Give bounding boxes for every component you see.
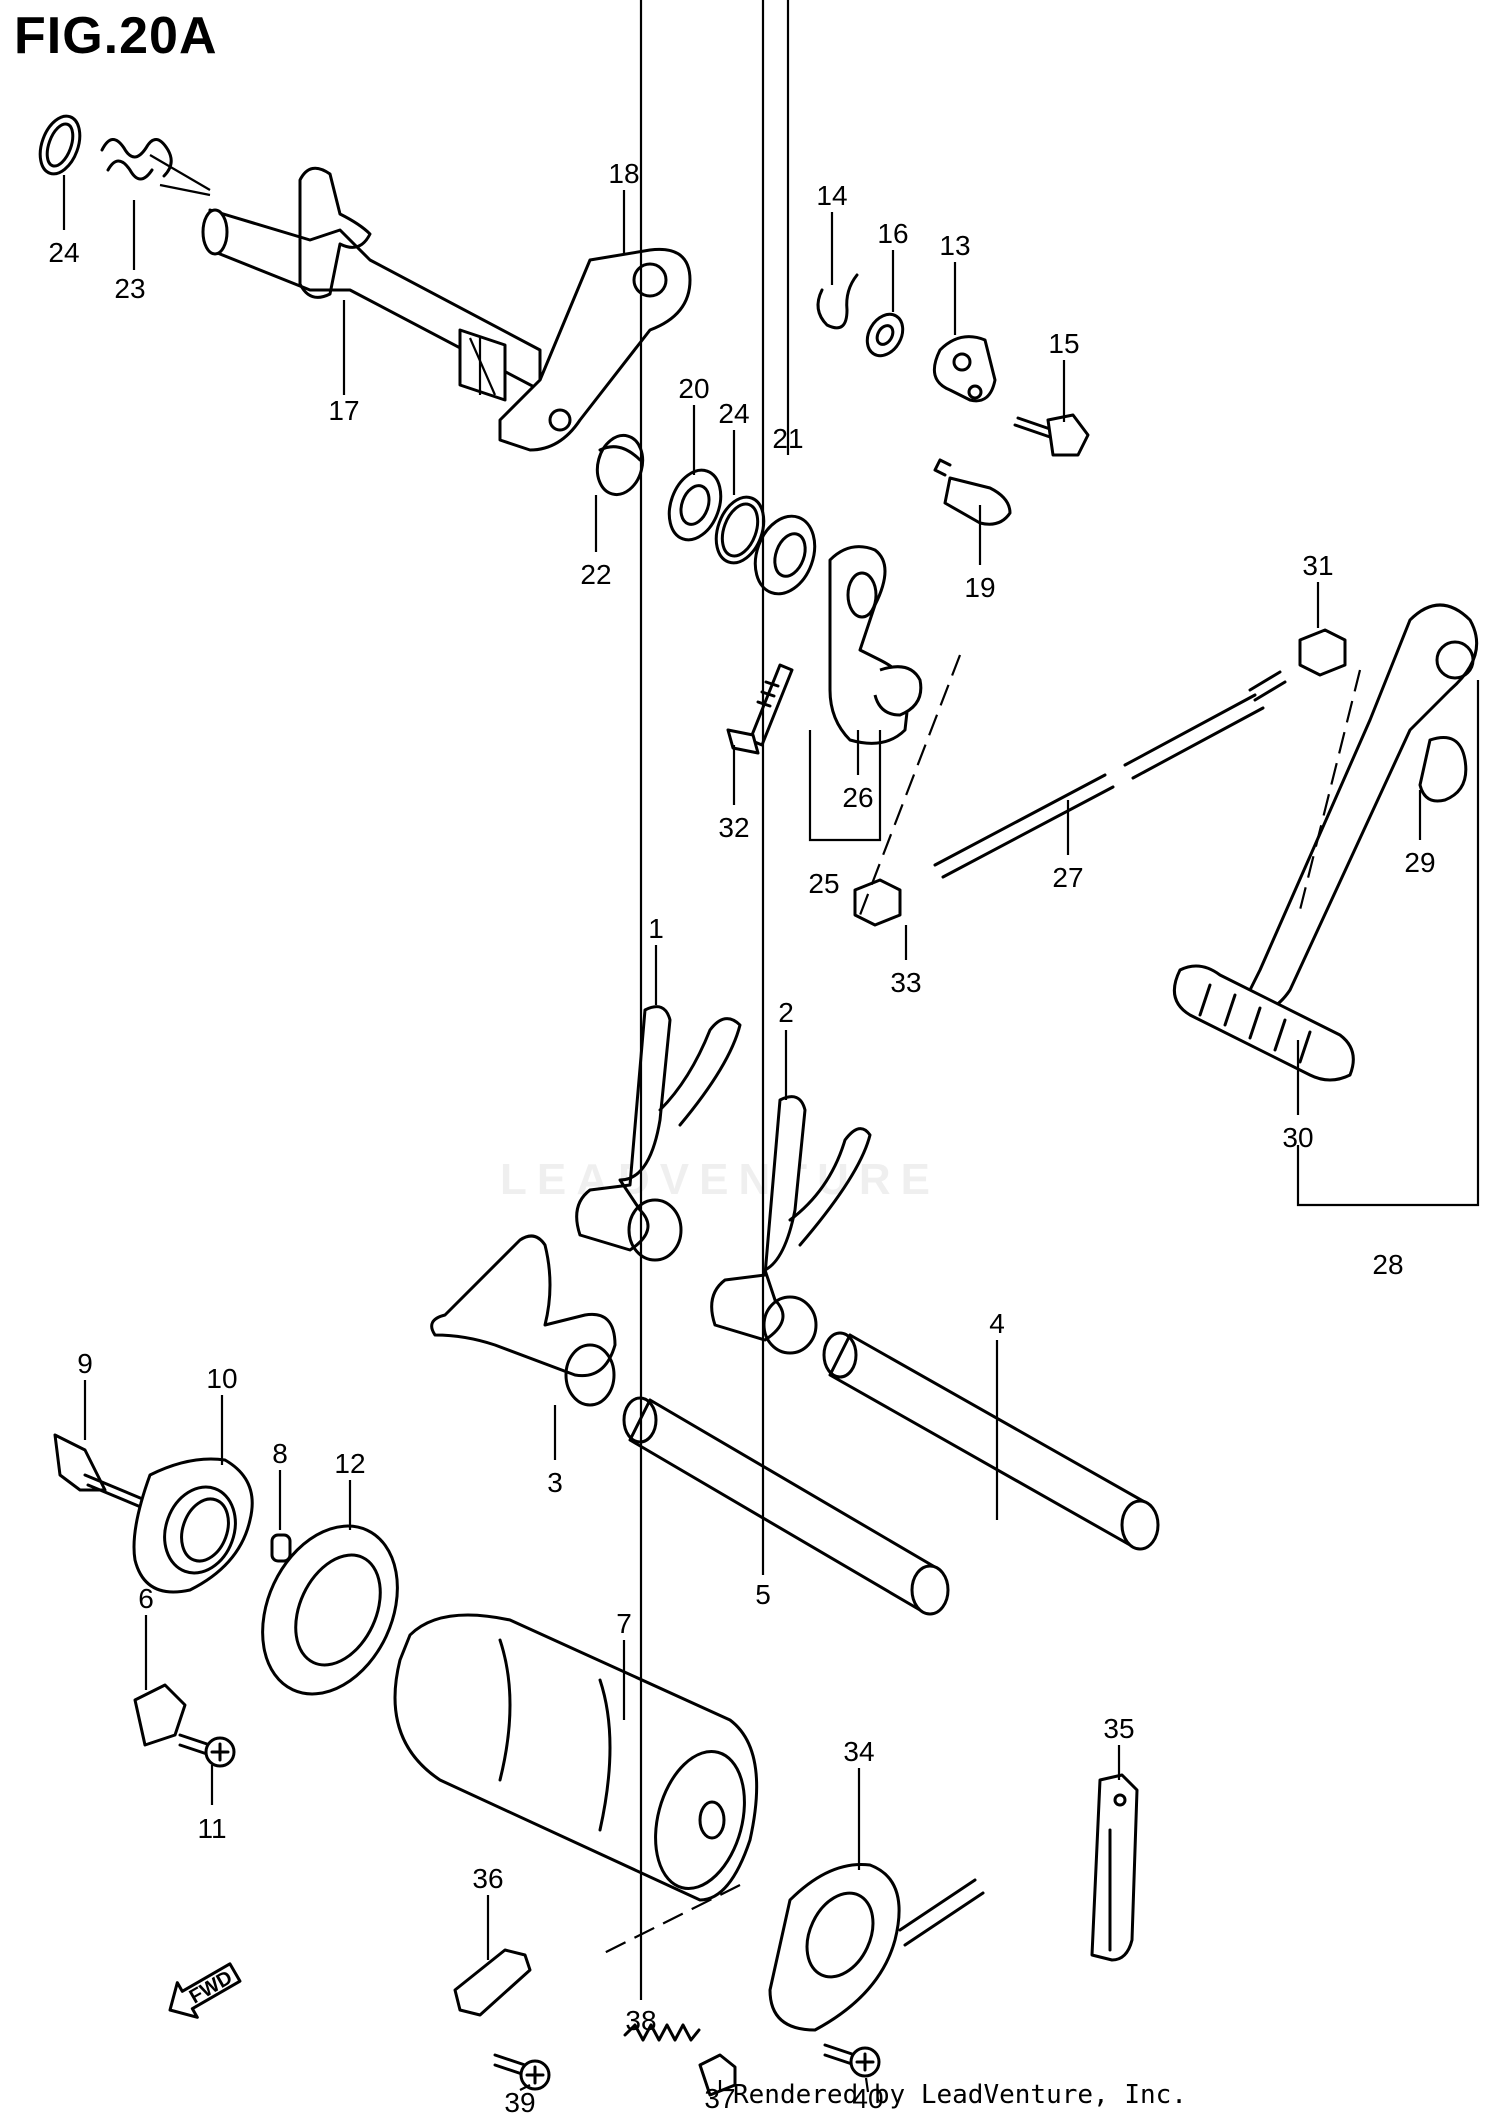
gear-shift-lever-28 (1238, 603, 1479, 1014)
callout-6: 6 (138, 1583, 154, 1614)
callout-12: 12 (334, 1448, 365, 1479)
spring-38 (623, 2023, 701, 2042)
nut-33 (853, 878, 902, 927)
bracket-line-28 (1296, 680, 1480, 1207)
dashed-line-shaft (1298, 669, 1362, 911)
callout-37: 37 (704, 2083, 735, 2114)
callout-18: 18 (608, 158, 639, 189)
screw-11 (178, 1733, 236, 1768)
gear-position-switch-19 (933, 458, 1012, 526)
bearing-12 (261, 1524, 399, 1696)
plunger-37 (698, 2053, 737, 2097)
bolt-32 (726, 663, 794, 755)
bolt-15 (1013, 413, 1090, 457)
callout-22: 22 (580, 559, 611, 590)
shift-lever-26 (828, 545, 923, 745)
plate-36 (453, 1948, 532, 2017)
circlip-24-top (38, 114, 82, 176)
dashed-line-lever (858, 654, 962, 916)
callout-32: 32 (718, 812, 749, 843)
callout-26: 26 (842, 782, 873, 813)
callout-28: 28 (1372, 1249, 1403, 1280)
leader-lines (62, 0, 1422, 2093)
callout-4: 4 (989, 1308, 1005, 1339)
fork-shaft-4 (822, 1331, 1160, 1551)
cam-driven-gear-10 (132, 1457, 254, 1594)
callout-9: 9 (77, 1348, 93, 1379)
callout-11: 11 (197, 1813, 226, 1844)
callout-31: 31 (1302, 550, 1333, 581)
pin-9 (53, 1433, 150, 1512)
callout-17: 17 (328, 395, 359, 426)
callout-5: 5 (755, 1579, 771, 1610)
cam-guide-34 (768, 1862, 985, 2032)
callout-38: 38 (625, 2005, 656, 2036)
callout-7: 7 (616, 1608, 632, 1639)
bracket-35 (1090, 1773, 1139, 1962)
callout-34: 34 (843, 1736, 874, 1767)
shift-rod-27 (933, 670, 1287, 879)
shift-fork-3 (430, 1234, 617, 1407)
callout-35: 35 (1103, 1713, 1134, 1744)
nut-31 (1298, 628, 1347, 677)
screw-39 (493, 2053, 551, 2091)
callout-27: 27 (1052, 862, 1083, 893)
callout-25: 25 (808, 868, 839, 899)
footrest-rubber-30 (1172, 964, 1355, 1082)
callout-19: 19 (964, 572, 995, 603)
shift-fork-1 (575, 1005, 742, 1262)
callout-16: 16 (877, 218, 908, 249)
callout-8: 8 (272, 1438, 288, 1469)
pin-14 (816, 273, 859, 330)
callout-24-mid: 24 (718, 398, 749, 429)
callout-39: 39 (504, 2087, 535, 2114)
callout-23: 23 (114, 273, 145, 304)
gearshift-shaft-17 (201, 166, 542, 402)
washer-20 (667, 468, 723, 542)
callout-14: 14 (816, 180, 847, 211)
callout-29: 29 (1404, 847, 1435, 878)
gear-shift-cam-7 (393, 1613, 759, 1902)
fork-shaft-5 (622, 1396, 950, 1616)
stopper-plate-6 (133, 1683, 187, 1747)
forward-label: FWD (186, 1967, 236, 2009)
callout-1: 1 (648, 913, 664, 944)
shift-fork-2 (710, 1095, 872, 1355)
callout-2: 2 (778, 997, 794, 1028)
callout-21: 21 (772, 423, 803, 454)
callout-15: 15 (1048, 328, 1079, 359)
oil-seal-21 (753, 514, 817, 596)
callout-13: 13 (939, 230, 970, 261)
callout-3: 3 (547, 1467, 563, 1498)
callout-33: 33 (890, 967, 921, 998)
forward-arrow-icon: FWD (168, 1962, 242, 2019)
screw-40 (823, 2043, 881, 2078)
shift-arm-18 (498, 247, 692, 452)
cam-stopper-13 (932, 335, 997, 403)
spring-23 (100, 138, 211, 197)
washer-16 (865, 312, 905, 358)
dashed-line-cam (599, 1884, 741, 1956)
callout-10: 10 (206, 1363, 237, 1394)
figure-title: FIG.20A (14, 7, 218, 65)
callout-40: 40 (852, 2083, 883, 2114)
bracket-line-25 (808, 730, 882, 842)
callout-24-top: 24 (48, 237, 79, 268)
callout-20: 20 (678, 373, 709, 404)
callout-labels: 1 2 3 4 5 6 7 8 9 10 11 12 13 14 15 16 1… (48, 158, 1435, 2114)
pin-8 (270, 1533, 292, 1563)
render-credit: Rendered by LeadVenture, Inc. (733, 2080, 1187, 2110)
callout-30: 30 (1282, 1122, 1313, 1153)
callout-36: 36 (472, 1863, 503, 1894)
